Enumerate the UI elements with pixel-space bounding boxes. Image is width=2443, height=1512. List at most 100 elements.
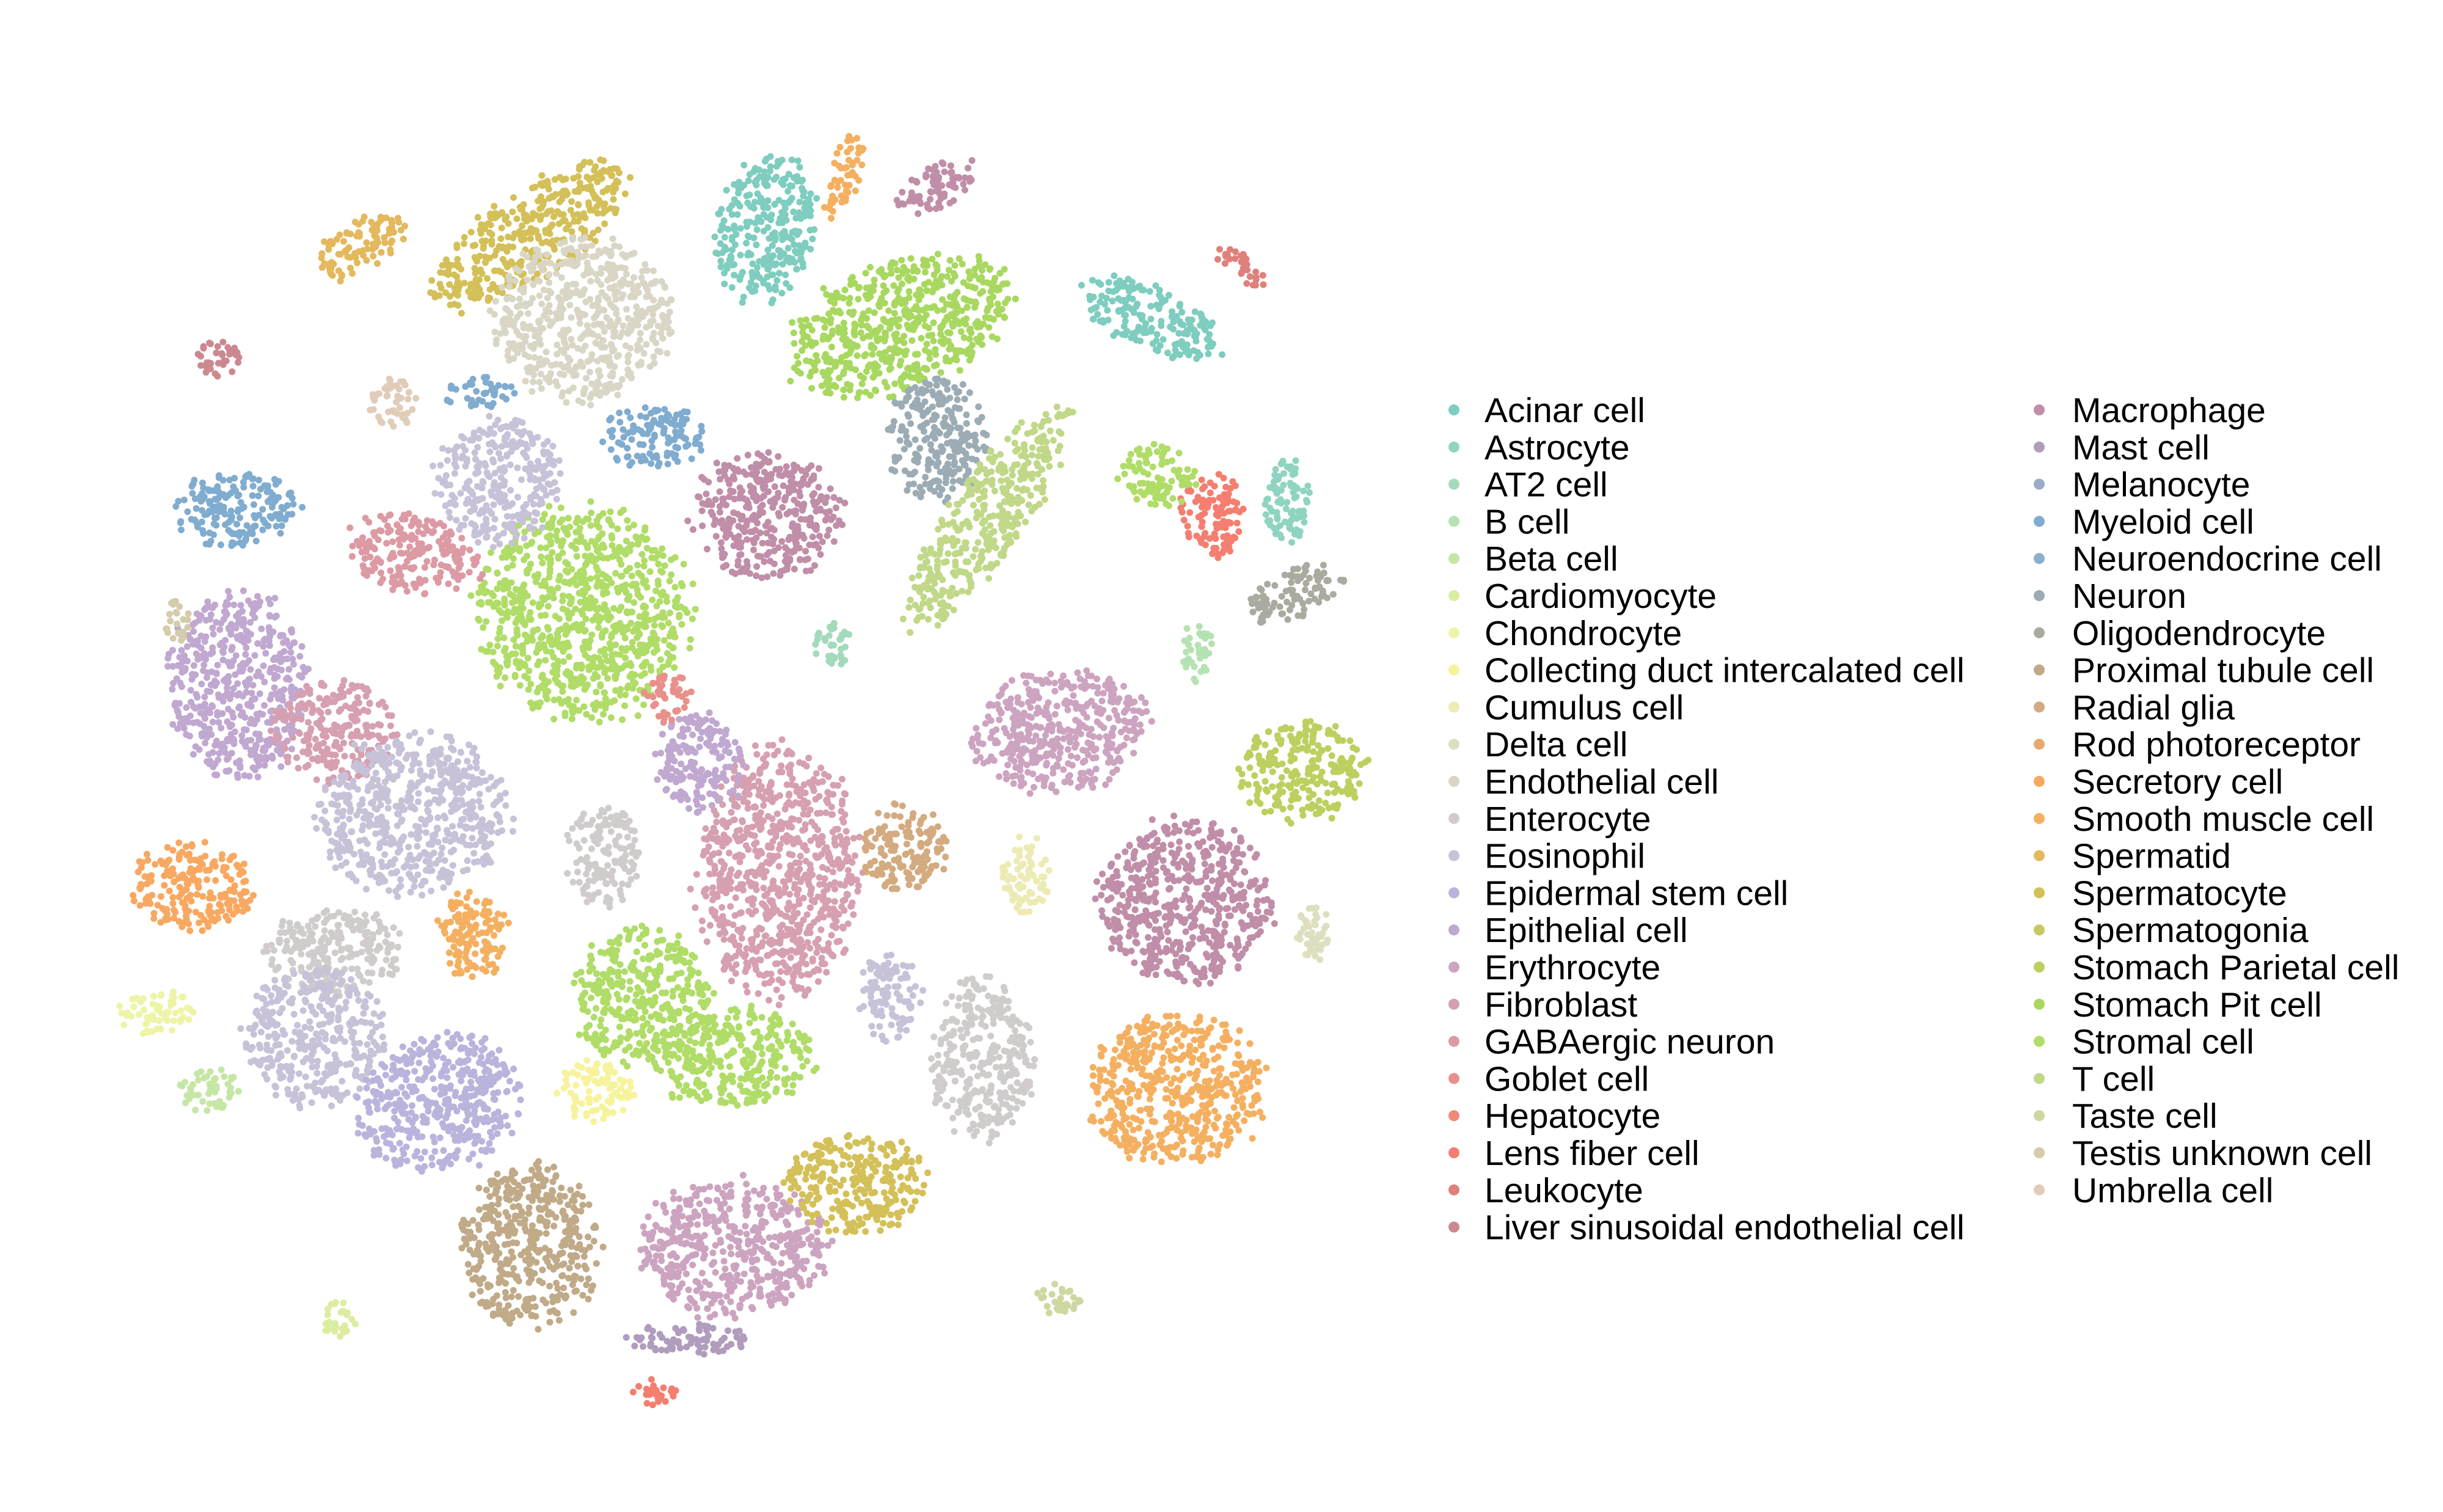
- scatter-point: [629, 685, 637, 692]
- scatter-point: [946, 346, 953, 353]
- scatter-point: [929, 416, 936, 423]
- scatter-point: [634, 634, 641, 641]
- scatter-point: [634, 321, 641, 329]
- scatter-point: [219, 656, 227, 663]
- scatter-point: [891, 380, 899, 387]
- scatter-point: [800, 211, 807, 218]
- scatter-point: [463, 456, 470, 463]
- scatter-point: [232, 671, 239, 678]
- scatter-point: [949, 469, 956, 476]
- scatter-point: [574, 249, 581, 256]
- scatter-point: [527, 235, 534, 243]
- scatter-point: [594, 309, 602, 316]
- scatter-point: [298, 643, 305, 650]
- scatter-point: [524, 276, 531, 283]
- scatter-point: [946, 453, 953, 460]
- scatter-point: [190, 628, 197, 635]
- scatter-point: [963, 420, 970, 427]
- scatter-point: [955, 443, 963, 450]
- scatter-point: [960, 279, 967, 286]
- scatter-point: [590, 331, 597, 338]
- scatter-point: [573, 662, 580, 669]
- scatter-point: [266, 612, 273, 619]
- scatter-point: [794, 228, 801, 235]
- scatter-point: [486, 599, 494, 606]
- scatter-point: [955, 255, 963, 262]
- scatter-point: [466, 569, 473, 576]
- scatter-point: [575, 201, 582, 208]
- scatter-points: [116, 133, 1372, 1409]
- scatter-point: [916, 445, 924, 452]
- scatter-point: [620, 506, 627, 514]
- scatter-point: [486, 473, 493, 480]
- scatter-point: [275, 695, 282, 703]
- scatter-point: [736, 484, 743, 491]
- scatter-point: [444, 563, 451, 571]
- scatter-point: [330, 721, 338, 728]
- scatter-point: [952, 351, 960, 358]
- scatter-point: [963, 411, 970, 418]
- scatter-point: [916, 564, 924, 572]
- scatter-point: [557, 519, 564, 526]
- scatter-point: [951, 384, 959, 391]
- scatter-point: [241, 637, 248, 644]
- scatter-point: [457, 549, 464, 557]
- scatter-point: [531, 257, 538, 265]
- scatter-point: [594, 210, 601, 217]
- scatter-point: [934, 557, 941, 564]
- scatter-point: [923, 366, 930, 373]
- scatter-point: [959, 497, 966, 504]
- scatter-point: [209, 718, 216, 726]
- scatter-point: [437, 561, 445, 569]
- scatter-point: [395, 536, 403, 543]
- scatter-point: [471, 531, 478, 539]
- scatter-point: [537, 699, 544, 706]
- scatter-point: [956, 367, 963, 374]
- scatter-point: [484, 526, 492, 533]
- scatter-point: [214, 662, 221, 669]
- scatter-point: [247, 619, 254, 626]
- scatter-point: [893, 456, 900, 463]
- scatter-point: [953, 309, 960, 316]
- scatter-point: [547, 470, 553, 477]
- scatter-point: [624, 517, 631, 524]
- scatter-point: [841, 287, 849, 294]
- scatter-point: [803, 357, 810, 364]
- scatter-point: [455, 564, 462, 572]
- scatter-point: [266, 601, 274, 607]
- scatter-point: [479, 585, 486, 592]
- scatter-point: [569, 280, 577, 288]
- scatter-point: [546, 460, 553, 467]
- scatter-point: [502, 498, 509, 505]
- scatter-point: [494, 642, 501, 649]
- scatter-point: [547, 524, 554, 531]
- scatter-point: [614, 318, 621, 325]
- scatter-point: [647, 663, 654, 670]
- scatter-point: [911, 469, 919, 476]
- scatter-point: [573, 696, 580, 704]
- scatter-point: [230, 601, 238, 608]
- scatter-point: [601, 220, 608, 227]
- scatter-point: [866, 264, 874, 271]
- scatter-point: [753, 226, 761, 233]
- scatter-point: [227, 630, 235, 638]
- scatter-point: [915, 585, 922, 593]
- scatter-point: [253, 672, 260, 679]
- scatter-point: [266, 631, 274, 638]
- scatter-point: [607, 359, 614, 366]
- scatter-point: [959, 457, 966, 464]
- scatter-point: [662, 284, 669, 291]
- scatter-point: [734, 200, 742, 207]
- scatter-point: [836, 326, 844, 333]
- scatter-point: [477, 230, 484, 237]
- scatter-point: [847, 276, 855, 283]
- scatter-point: [602, 701, 610, 708]
- scatter-point: [888, 317, 895, 324]
- scatter-point: [492, 340, 500, 348]
- scatter-point: [922, 269, 929, 276]
- scatter-point: [290, 715, 298, 722]
- scatter-point: [430, 520, 437, 527]
- scatter-point: [1046, 463, 1053, 470]
- scatter-point: [609, 348, 616, 355]
- scatter-point: [622, 647, 629, 654]
